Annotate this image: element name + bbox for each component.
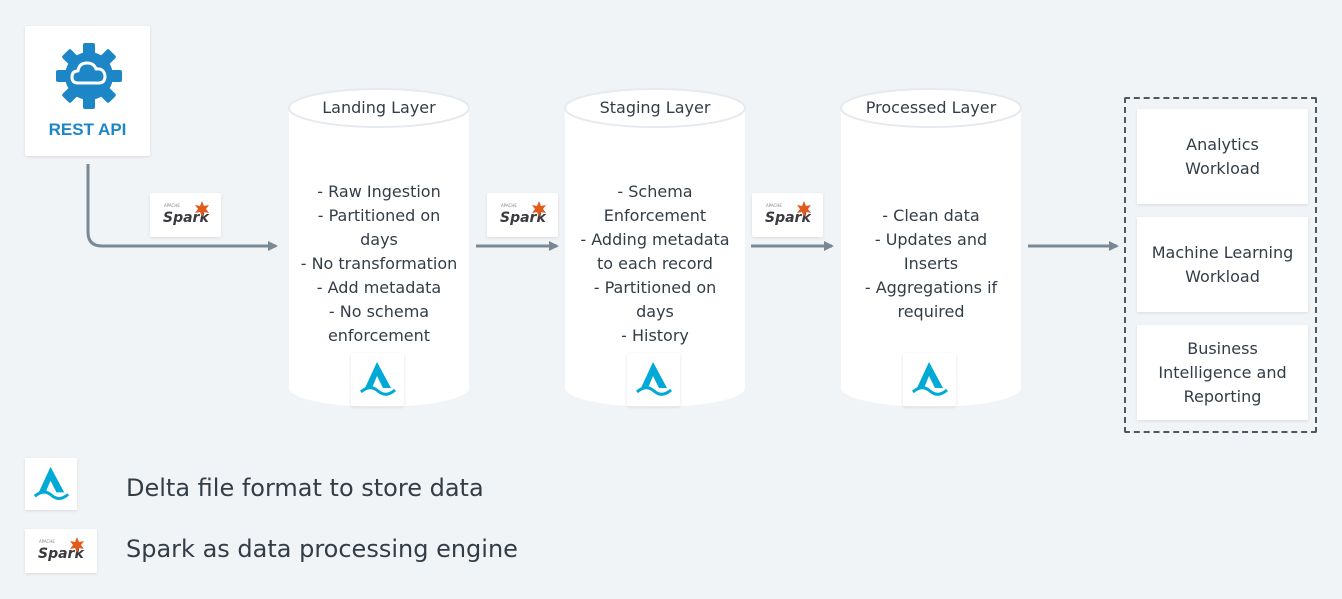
layer-line: - Aggregations if (864, 278, 998, 297)
workload-line: Business (1187, 338, 1258, 358)
analytics-workload-card: Analytics Workload (1137, 109, 1308, 204)
layer-line: enforcement (327, 326, 431, 345)
workload-line: Workload (1185, 158, 1260, 178)
layer-line: days (360, 230, 398, 249)
layer-line: - Schema (617, 182, 693, 201)
layer-line: Inserts (903, 254, 959, 273)
delta-lake-logo-icon (912, 362, 948, 396)
arrow-api-to-landing (86, 164, 278, 251)
layer-description: - Schema Enforcement - Adding metadata t… (564, 180, 746, 348)
layer-line: - Add metadata (316, 278, 442, 297)
layer-line: - No schema (328, 302, 430, 321)
rest-api-label: REST API (48, 120, 127, 139)
apache-spark-logo-icon: APACHE Spark (38, 537, 85, 562)
workload-line: Workload (1185, 266, 1260, 286)
workload-line: Intelligence and (1158, 362, 1287, 382)
svg-text:Spark: Spark (500, 210, 547, 226)
delta-badge (627, 353, 680, 406)
workload-line: Machine Learning (1151, 242, 1294, 262)
svg-text:APACHE: APACHE (164, 203, 180, 208)
delta-lake-logo-icon (33, 466, 70, 500)
svg-text:APACHE: APACHE (766, 203, 782, 208)
layer-line: required (897, 302, 965, 321)
processed-layer-cylinder: Processed Layer - Clean data - Updates a… (840, 88, 1022, 408)
svg-text:Spark: Spark (765, 210, 812, 226)
legend-spark-text: Spark as data processing engine (126, 535, 518, 563)
layer-line: - History (621, 326, 689, 345)
apache-spark-logo-icon: APACHE Spark (500, 201, 547, 226)
cylinder-shape (840, 88, 1022, 407)
delta-lake-logo-icon (360, 362, 396, 396)
layer-line: - No transformation (300, 254, 458, 273)
layer-title: Staging Layer (599, 98, 711, 117)
legend-delta-badge (25, 458, 77, 510)
apache-spark-logo-icon: APACHE Spark (765, 201, 812, 226)
layer-description: - Clean data - Updates and Inserts - Agg… (840, 204, 1022, 324)
workloads-group (1124, 97, 1317, 433)
svg-text:APACHE: APACHE (39, 539, 55, 544)
layer-line: days (636, 302, 674, 321)
workload-line: Analytics (1186, 134, 1259, 154)
layer-line: - Partitioned on (593, 278, 717, 297)
legend-delta-text: Delta file format to store data (126, 474, 484, 502)
cylinder-shape (564, 88, 746, 407)
svg-text:Spark: Spark (163, 210, 210, 226)
apache-spark-logo-icon: APACHE Spark (163, 201, 210, 226)
staging-layer-cylinder: Staging Layer - Schema Enforcement - Add… (564, 88, 746, 408)
delta-lake-logo-icon (636, 362, 672, 396)
layer-line: Enforcement (603, 206, 707, 225)
landing-layer-cylinder: Landing Layer - Raw Ingestion - Partitio… (288, 88, 470, 408)
layer-line: to each record (597, 254, 713, 273)
spark-badge: APACHE Spark (752, 193, 823, 237)
layer-line: - Clean data (882, 206, 980, 225)
cylinder-shape (288, 88, 470, 407)
rest-api-card: REST API (25, 26, 150, 156)
delta-badge (351, 353, 404, 406)
layer-title: Processed Layer (865, 98, 997, 117)
layer-line: - Adding metadata (580, 230, 730, 249)
delta-badge (903, 353, 956, 406)
cloud-gear-icon (56, 43, 122, 109)
business-intelligence-card: Business Intelligence and Reporting (1137, 325, 1308, 420)
svg-text:Spark: Spark (38, 546, 85, 562)
layer-line: - Partitioned on (317, 206, 441, 225)
spark-badge: APACHE Spark (150, 193, 221, 237)
layer-line: - Raw Ingestion (317, 182, 441, 201)
workload-line: Reporting (1183, 386, 1262, 406)
layer-title: Landing Layer (322, 98, 436, 117)
layer-line: - Updates and (874, 230, 988, 249)
layer-description: - Raw Ingestion - Partitioned on days - … (288, 180, 470, 348)
spark-badge: APACHE Spark (487, 193, 558, 237)
machine-learning-workload-card: Machine Learning Workload (1137, 217, 1308, 312)
svg-text:APACHE: APACHE (501, 203, 517, 208)
legend-spark-badge: APACHE Spark (25, 529, 97, 573)
